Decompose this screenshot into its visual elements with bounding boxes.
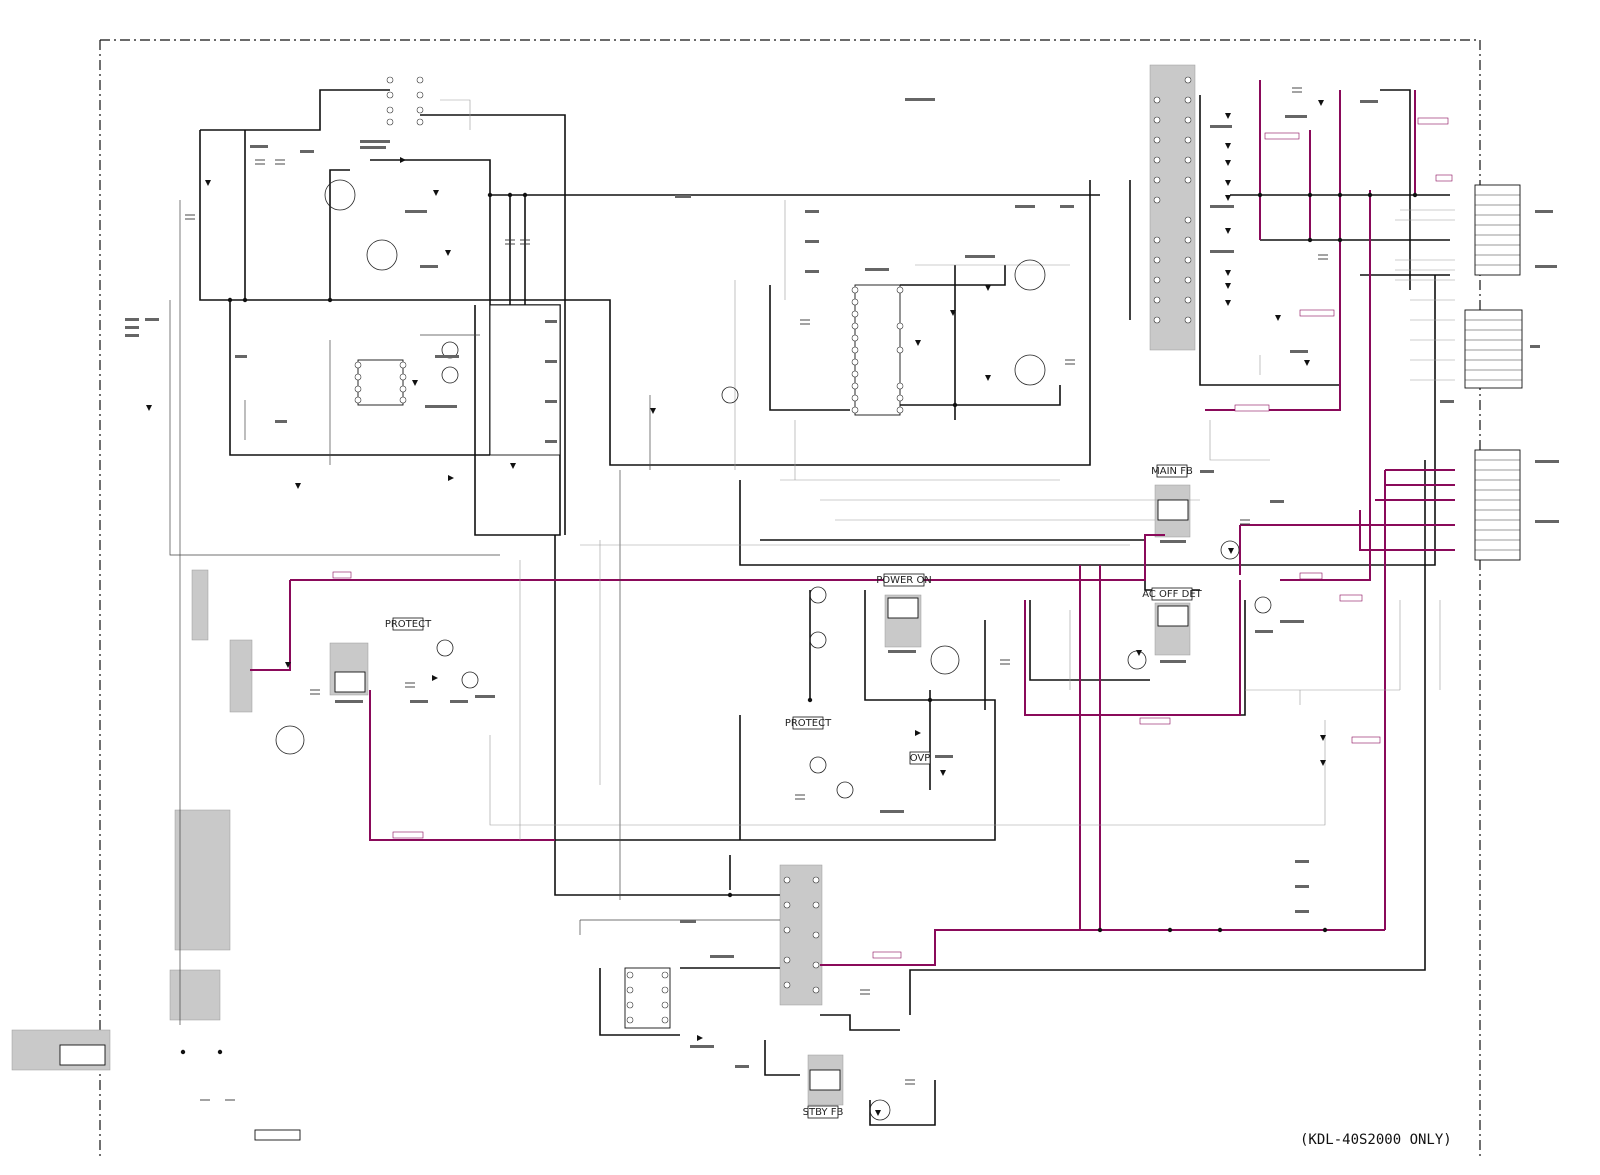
diodes	[146, 100, 1326, 1116]
passive-components	[185, 87, 1328, 1101]
optocoupler-protect-body	[334, 671, 366, 693]
label-ovp: OVP	[910, 753, 931, 764]
transistors	[275, 179, 1272, 1121]
transistor-main-fb	[1220, 540, 1240, 560]
label-protect-center: PROTECT	[785, 718, 832, 729]
mosfet-relay-driver	[275, 725, 305, 755]
transistor-center	[721, 386, 739, 404]
model-note: (KDL-40S2000 ONLY)	[1300, 1132, 1452, 1148]
label-main-fb: MAIN FB	[1151, 466, 1193, 477]
transistor-protect-1	[436, 639, 454, 657]
transistor-power-on-1	[809, 586, 827, 604]
transistor-drive-2	[441, 366, 459, 384]
transformer-pins	[386, 76, 1192, 994]
junction-dots	[180, 192, 1418, 1055]
label-power-on: POWER ON	[876, 575, 932, 586]
optocoupler-power-on-body	[887, 597, 919, 619]
pfc-controller-ic	[357, 359, 404, 406]
main-wiring	[199, 89, 1450, 1126]
label-protect-left: PROTECT	[385, 619, 432, 630]
connector-cn-bottom	[1474, 449, 1521, 561]
thin-wiring	[169, 99, 1455, 1025]
main-controller-ic	[854, 284, 901, 416]
optocoupler-ac-off-body	[1157, 605, 1189, 627]
component-label-clutter	[125, 98, 1559, 1111]
function-labels: MAIN FB POWER ON PROTECT PROTECT AC OFF …	[385, 464, 1203, 1119]
mosfet-main-hi	[1014, 259, 1046, 291]
mosfet-standby	[930, 645, 960, 675]
transistor-protect-3	[809, 756, 827, 774]
transistor-ac-off-2	[1127, 650, 1147, 670]
connector-pin-lines	[1465, 194, 1522, 551]
optocoupler-stby-fb-body	[809, 1069, 841, 1091]
ic-pins	[354, 286, 904, 1024]
mosfet-pfc-1	[324, 179, 356, 211]
optocoupler-main-fb-body	[1157, 499, 1189, 521]
shaded-regions	[11, 64, 1196, 1106]
ac-inlet-body	[59, 1044, 106, 1066]
transistor-power-on-2	[809, 631, 827, 649]
label-stby-fb: STBY FB	[803, 1107, 844, 1118]
fuse-block	[169, 969, 221, 1021]
connectors	[1464, 184, 1523, 561]
relay-block	[229, 639, 253, 713]
fuse-small-block	[191, 569, 209, 641]
fuse-body	[254, 1129, 301, 1141]
transistor-stby-1	[869, 1099, 891, 1121]
bias-regulator-ic	[489, 304, 561, 456]
transistor-ac-off	[1254, 596, 1272, 614]
label-ac-off-det: AC OFF DET	[1142, 589, 1202, 600]
transistor-protect-4	[836, 781, 854, 799]
magenta-net-tags	[332, 117, 1453, 959]
mosfet-pfc-2	[366, 239, 398, 271]
transistor-protect-2	[461, 671, 479, 689]
connector-cn-mid	[1464, 309, 1523, 389]
connector-cn-top	[1474, 184, 1521, 276]
mosfet-main-lo	[1014, 354, 1046, 386]
main-transformer-block	[1149, 64, 1196, 351]
magenta-nets	[250, 80, 1455, 966]
bridge-rectifier-block	[174, 809, 231, 951]
